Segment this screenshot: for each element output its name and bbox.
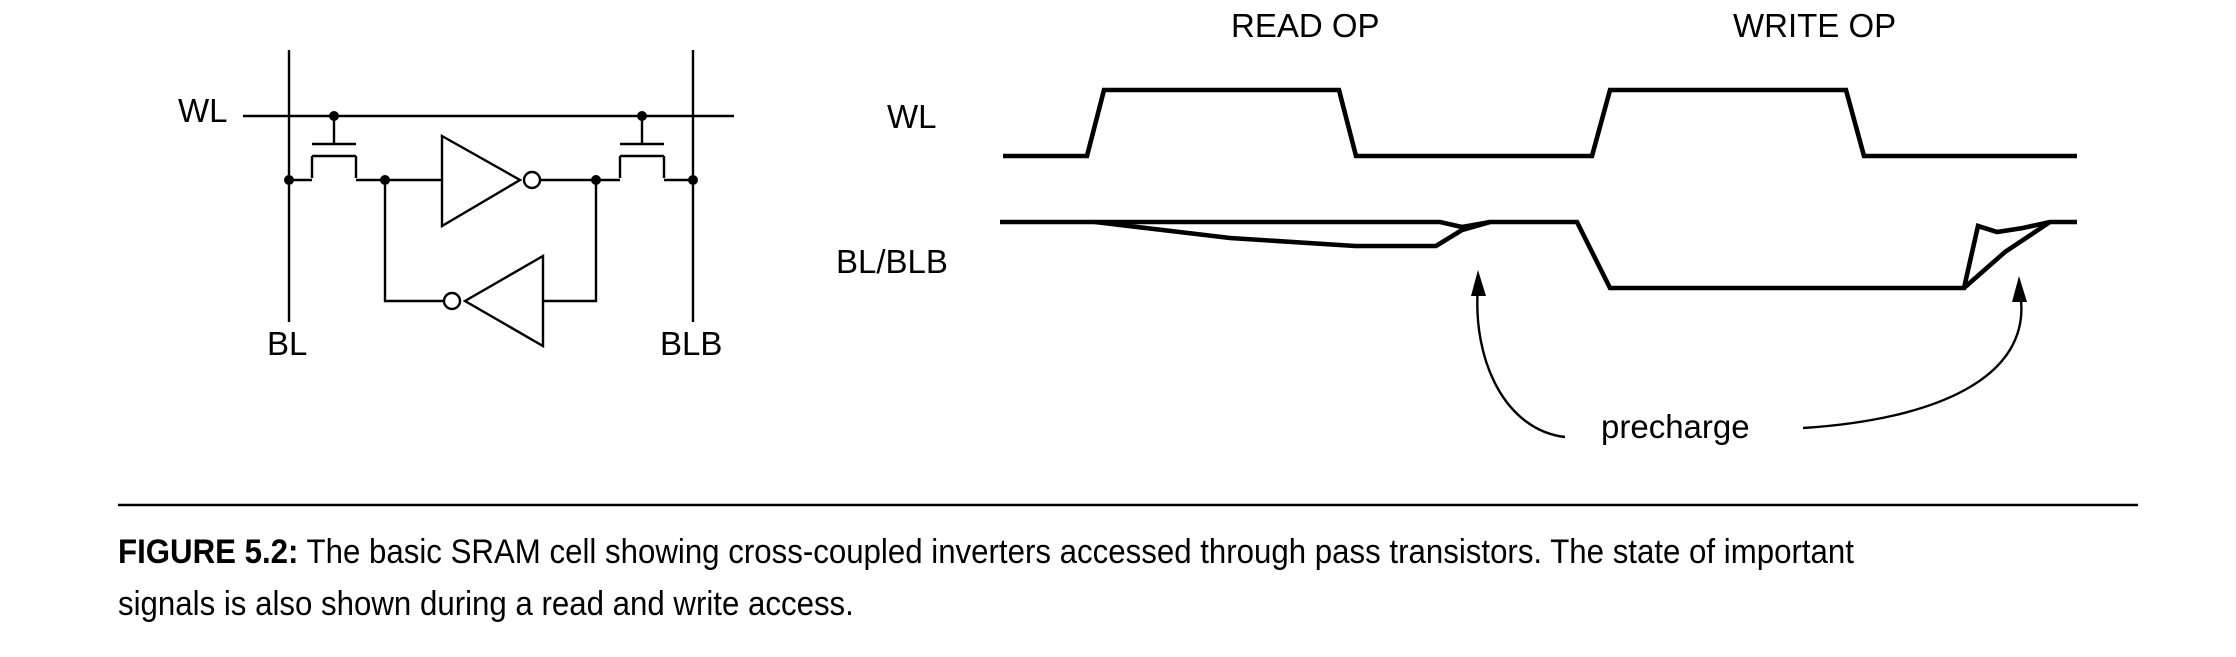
bl-waveform-write-precharge — [1962, 220, 2052, 290]
wl-waveform — [1003, 87, 2077, 159]
read-op-label: READ OP — [1231, 7, 1380, 44]
precharge-arrow-left — [1476, 285, 1566, 439]
figure-caption: FIGURE 5.2: The basic SRAM cell showing … — [118, 526, 1946, 630]
bl-blb-signal-label: BL/BLB — [836, 243, 948, 280]
blb-label: BLB — [660, 325, 722, 362]
timing-diagram: READ OP WRITE OP WL BL/BLB precharge — [836, 7, 2077, 445]
precharge-arrowhead-right — [2012, 276, 2027, 302]
inverter-top — [385, 133, 596, 229]
precharge-label: precharge — [1601, 408, 1750, 445]
write-op-label: WRITE OP — [1733, 7, 1896, 44]
caption-text: The basic SRAM cell showing cross-couple… — [118, 533, 1854, 623]
bl-label: BL — [267, 325, 307, 362]
inverter-bottom — [383, 180, 598, 349]
figure-number: FIGURE 5.2: — [118, 533, 299, 571]
wl-signal-label: WL — [887, 98, 937, 135]
bl-waveform-high — [1000, 219, 2077, 291]
precharge-arrow-right — [1802, 291, 2023, 430]
left-pass-transistor — [284, 111, 385, 185]
right-pass-transistor — [596, 111, 698, 185]
sram-cell-schematic: WL — [178, 50, 734, 362]
wl-label: WL — [178, 92, 228, 129]
bl-waveform-read-discharge — [1094, 219, 1491, 249]
precharge-arrowhead-left — [1471, 270, 1486, 296]
